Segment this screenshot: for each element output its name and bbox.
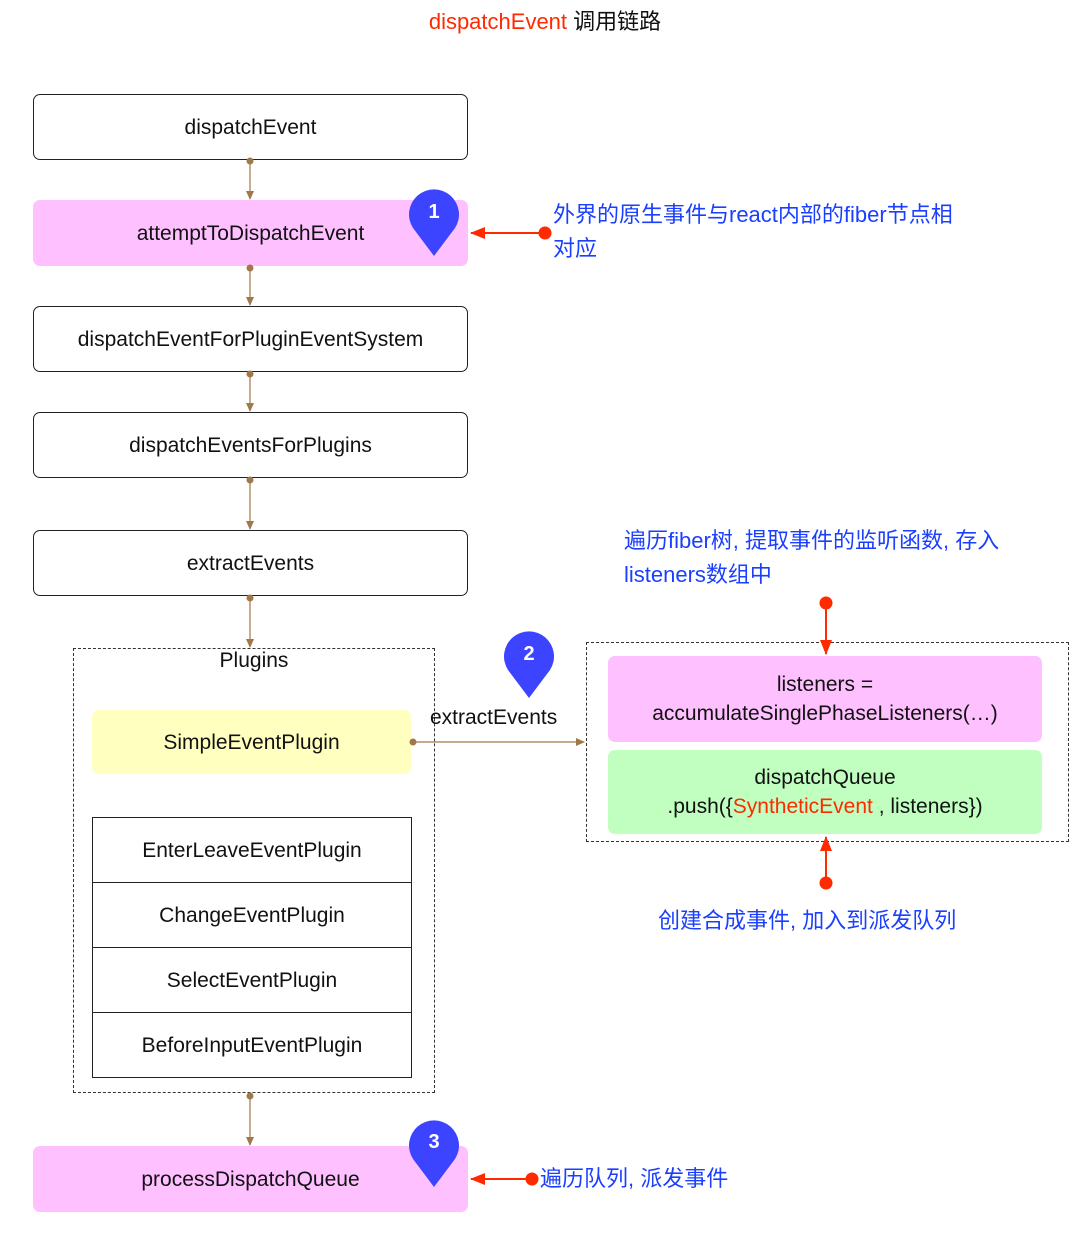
node-before-input-event-plugin: BeforeInputEventPlugin xyxy=(92,1012,412,1078)
plugins-label: Plugins xyxy=(219,649,289,672)
marker-2-label: 2 xyxy=(523,643,534,665)
note-fiber-mapping: 外界的原生事件与react内部的fiber节点相对应 xyxy=(553,202,953,261)
note-traverse-fiber: 遍历fiber树, 提取事件的监听函数, 存入listeners数组中 xyxy=(624,528,1000,587)
edge-label-extract-events: extractEvents xyxy=(430,706,558,729)
diagram-title: dispatchEvent 调用链路 xyxy=(0,4,1090,36)
node-listeners: listeners = accumulateSinglePhaseListene… xyxy=(608,656,1042,742)
dispatch-queue-push: .push({ xyxy=(667,795,733,818)
dispatch-queue-line-1: dispatchQueue xyxy=(754,766,896,789)
marker-1-icon: 1 xyxy=(409,189,459,256)
node-extract-events: extractEvents xyxy=(33,530,468,596)
node-simple-event-plugin: SimpleEventPlugin xyxy=(92,710,411,774)
node-dispatch-event-for-plugin-event-system: dispatchEventForPluginEventSystem xyxy=(33,306,468,372)
marker-3-label: 3 xyxy=(428,1131,439,1153)
note-traverse-queue: 遍历队列, 派发事件 xyxy=(540,1166,729,1191)
node-dispatch-queue: dispatchQueue .push({SyntheticEvent , li… xyxy=(608,750,1042,834)
synthetic-event-label: SyntheticEvent xyxy=(732,795,873,818)
title-highlight: dispatchEvent xyxy=(428,9,568,34)
node-process-dispatch-queue: processDispatchQueue xyxy=(33,1146,468,1212)
note-create-synthetic-event: 创建合成事件, 加入到派发队列 xyxy=(658,908,957,933)
listeners-line-1: listeners = xyxy=(776,673,874,696)
node-enter-leave-event-plugin: EnterLeaveEventPlugin xyxy=(92,817,412,883)
dispatch-queue-line-2: .push({SyntheticEvent , listeners}) xyxy=(667,792,982,821)
marker-1-label: 1 xyxy=(428,201,439,223)
marker-2-icon: 2 xyxy=(504,631,554,698)
dispatch-queue-push-end: , listeners}) xyxy=(872,795,983,818)
marker-3-icon: 3 xyxy=(409,1120,459,1187)
node-attempt-to-dispatch-event: attemptToDispatchEvent xyxy=(33,200,468,266)
plugins-container xyxy=(73,648,435,1093)
listeners-line-2: accumulateSinglePhaseListeners(…) xyxy=(652,702,998,725)
title-rest: 调用链路 xyxy=(567,9,662,34)
node-change-event-plugin: ChangeEventPlugin xyxy=(92,882,412,948)
node-dispatch-events-for-plugins: dispatchEventsForPlugins xyxy=(33,412,468,478)
node-select-event-plugin: SelectEventPlugin xyxy=(92,947,412,1013)
